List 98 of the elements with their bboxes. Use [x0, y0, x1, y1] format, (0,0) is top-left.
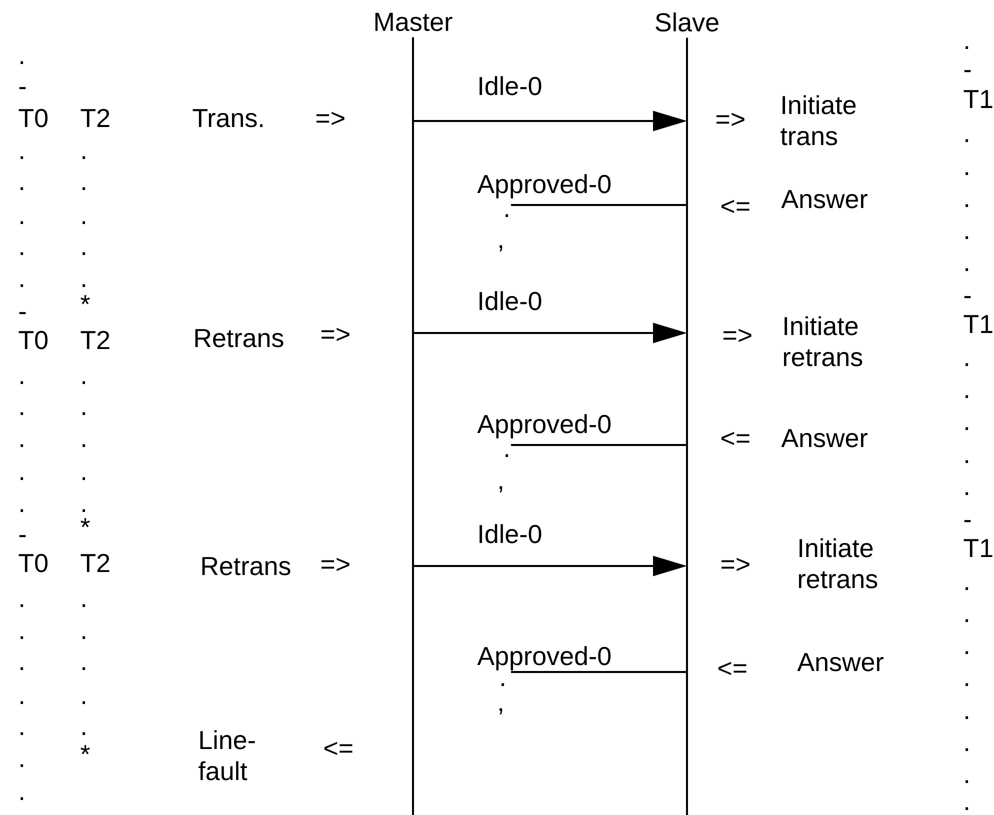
dash: -: [19, 87, 26, 90]
edge-label: Approved-0: [477, 174, 611, 198]
asterisk: *: [80, 518, 90, 528]
timer-label: T1: [964, 539, 992, 557]
dot: .: [82, 381, 86, 384]
event-label: Answer: [797, 653, 884, 672]
direction-sign: =>: [316, 112, 344, 126]
dot: .: [506, 454, 508, 457]
dot: .: [966, 172, 968, 175]
asterisk: *: [80, 295, 90, 304]
event-label: Answer: [781, 190, 868, 208]
dot: .: [966, 807, 968, 810]
dot: .: [20, 667, 24, 670]
lifeline: Master: [375, 12, 452, 815]
dot: .: [82, 701, 86, 704]
comma: ,: [500, 708, 502, 714]
event-label: Answer: [781, 429, 868, 448]
dot: .: [82, 284, 86, 287]
dot: .: [966, 204, 968, 207]
dot: .: [966, 268, 968, 271]
event-label: Retrans: [195, 329, 284, 348]
dot: .: [20, 604, 24, 607]
comma: ,: [500, 245, 502, 252]
dot: .: [966, 139, 968, 142]
comma: ,: [500, 486, 502, 492]
dash: -: [964, 70, 971, 72]
dot: .: [20, 221, 24, 224]
dot: .: [966, 363, 968, 366]
dot: .: [506, 214, 508, 217]
direction-sign: <=: [718, 662, 746, 676]
dot: .: [82, 636, 86, 639]
event-label: Line- fault: [198, 730, 255, 780]
dot: .: [966, 460, 968, 463]
dot: .: [966, 492, 968, 495]
event-label: Retrans: [202, 557, 290, 576]
dot: .: [20, 444, 24, 447]
dot: .: [82, 156, 86, 159]
dot: .: [82, 444, 86, 447]
dot: .: [20, 187, 24, 190]
dash: -: [19, 312, 26, 314]
dot: .: [82, 252, 86, 255]
timer-label: T2: [80, 554, 110, 572]
dash: -: [964, 520, 971, 522]
timer-label: T2: [80, 108, 110, 127]
dot: .: [82, 732, 86, 735]
dot: .: [966, 780, 968, 783]
edge-label: Approved-0: [477, 414, 611, 438]
dot: .: [966, 236, 968, 239]
dot: .: [966, 619, 968, 622]
timer-label: T0: [18, 554, 48, 572]
event-label: Trans.: [192, 109, 263, 128]
dot: .: [82, 477, 86, 480]
edge-label: Approved-0: [477, 646, 611, 670]
timer-label: T0: [18, 330, 48, 350]
dot: .: [966, 427, 968, 430]
dot: .: [20, 412, 24, 415]
dash: -: [19, 535, 26, 538]
edge-label: Idle-0: [480, 76, 542, 96]
edge-label: Idle-0: [480, 291, 542, 310]
dot: .: [20, 381, 24, 384]
dot: .: [20, 509, 24, 512]
direction-sign: =>: [716, 112, 744, 126]
dot: .: [20, 284, 24, 287]
dot: .: [82, 187, 86, 190]
timer-label: T2: [80, 330, 110, 349]
dot: .: [966, 651, 968, 654]
dot: .: [20, 797, 24, 800]
dot: .: [966, 395, 968, 398]
dot: .: [966, 587, 968, 590]
dot: .: [502, 683, 504, 686]
dot: .: [20, 701, 24, 704]
event-label: Initiate retrans: [784, 316, 862, 366]
dot: .: [966, 748, 968, 751]
dot: .: [20, 477, 24, 480]
dot: .: [966, 716, 968, 719]
dot: .: [82, 509, 86, 512]
dot: .: [966, 683, 968, 686]
asterisk: *: [80, 745, 90, 754]
dot: .: [82, 221, 86, 224]
timer-label: T0: [18, 108, 48, 128]
dot: .: [20, 252, 24, 255]
direction-sign: =>: [321, 558, 350, 572]
edge-label: Idle-0: [480, 524, 542, 544]
timer-label: T1: [964, 315, 992, 333]
dot: .: [20, 61, 24, 64]
dot: .: [20, 636, 24, 639]
dot: .: [20, 156, 24, 159]
dot: .: [20, 732, 24, 735]
event-label: Initiate retrans: [798, 538, 878, 588]
dot: .: [82, 667, 86, 670]
event-label: Initiate trans: [780, 95, 856, 146]
dot: .: [82, 604, 86, 607]
dash: -: [964, 296, 971, 298]
dot: .: [82, 412, 86, 415]
dot: .: [20, 764, 24, 767]
timer-label: T1: [964, 90, 992, 108]
dot: .: [966, 46, 968, 49]
direction-sign: =>: [321, 328, 350, 342]
